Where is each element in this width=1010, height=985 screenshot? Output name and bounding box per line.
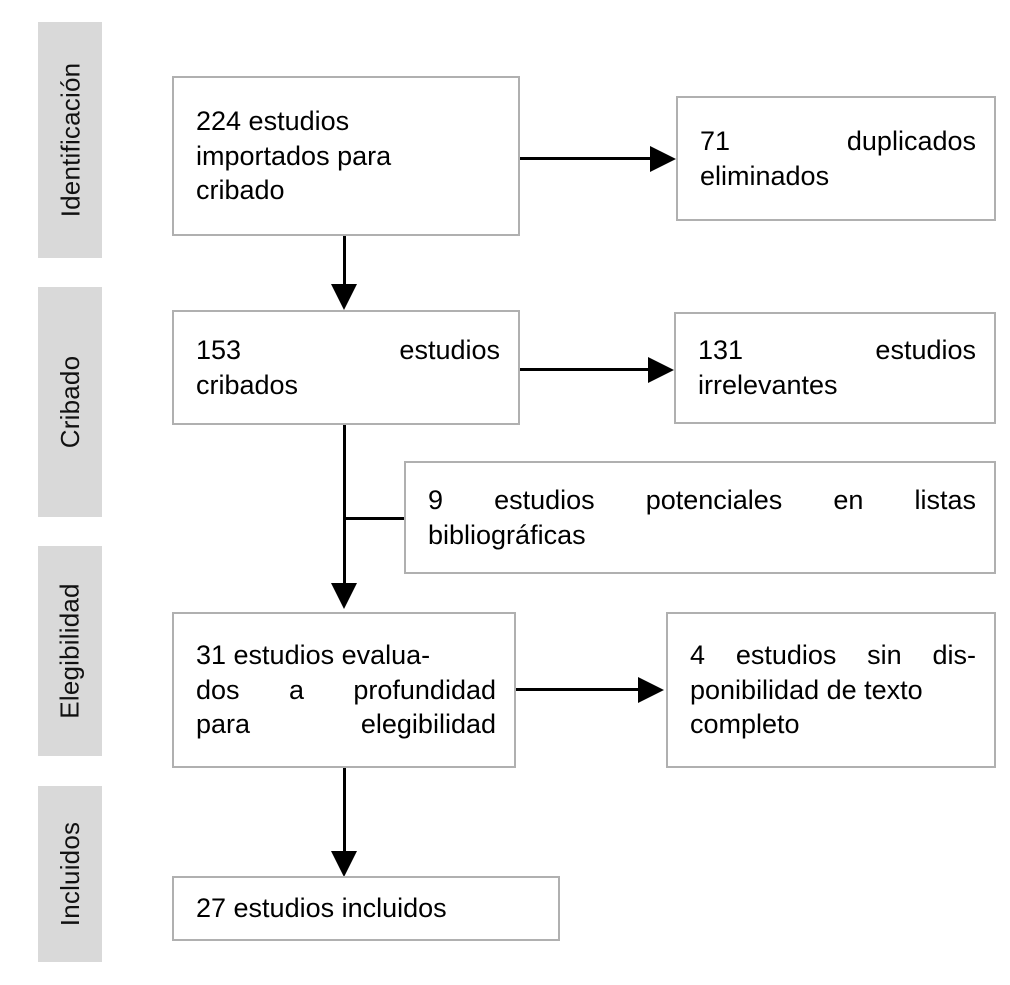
flow-box-duplicates-removed[interactable]: 71 duplicados eliminados (676, 96, 996, 221)
flow-box-studies-included[interactable]: 27 estudios incluidos (172, 876, 560, 941)
flow-box-line: 4 estudios sin dis- (690, 640, 976, 671)
flow-box-text-no-full-text-available: 4 estudios sin dis- ponibilidad de texto… (668, 638, 994, 742)
connector-assessed-to-no-full-text-line (514, 688, 644, 691)
flow-box-line: importados para (196, 140, 392, 171)
flow-box-line: para elegibilidad (196, 709, 496, 740)
flow-box-studies-screened[interactable]: 153 estudios cribados (172, 310, 520, 425)
connector-screened-to-irrelevant-line (518, 368, 654, 371)
stage-band-identificacion: Identificación (38, 22, 102, 258)
flow-box-line: bibliográficas (428, 519, 586, 550)
flow-box-line: 71 duplicados (700, 125, 976, 156)
flow-box-line: cribado (196, 175, 285, 206)
flow-box-text-duplicates-removed: 71 duplicados eliminados (678, 124, 994, 193)
flow-box-no-full-text-available[interactable]: 4 estudios sin dis- ponibilidad de texto… (666, 612, 996, 768)
connector-screened-to-assessed-arrow (331, 583, 357, 609)
flow-box-line: completo (690, 709, 800, 740)
flow-box-line: irrelevantes (698, 370, 838, 400)
flow-box-line: 9 estudios potenciales en listas (428, 484, 976, 515)
stage-band-incluidos: Incluidos (38, 786, 102, 962)
stage-band-label-elegibilidad: Elegibilidad (55, 583, 86, 719)
flow-box-line: dos a profundidad (196, 674, 496, 705)
connector-screened-to-assessed-line (343, 424, 346, 592)
flow-box-imported-for-screening[interactable]: 224 estudios importados para cribado (172, 76, 520, 236)
connector-assessed-to-included-line (343, 768, 346, 863)
connector-assessed-to-included-arrow (331, 851, 357, 877)
flow-box-line: 224 estudios (196, 106, 350, 137)
flow-box-irrelevant-studies[interactable]: 131 estudios irrelevantes (674, 312, 996, 424)
flow-box-text-imported-for-screening: 224 estudios importados para cribado (174, 104, 518, 208)
flow-box-line: 31 estudios evalua- (196, 640, 431, 671)
flow-box-text-studies-included: 27 estudios incluidos (174, 891, 558, 926)
flow-box-line: 27 estudios incluidos (196, 893, 447, 924)
connector-imported-to-duplicates-line (518, 157, 656, 160)
flow-box-text-assessed-for-eligibility: 31 estudios evalua- dos a profundidad pa… (174, 638, 514, 742)
flow-box-text-irrelevant-studies: 131 estudios irrelevantes (676, 333, 994, 402)
flow-box-line: eliminados (700, 160, 830, 191)
stage-band-label-identificacion: Identificación (55, 62, 85, 218)
connector-screened-to-irrelevant-arrow (648, 357, 674, 383)
flow-box-text-studies-screened: 153 estudios cribados (174, 333, 518, 402)
flow-box-line: cribados (196, 369, 299, 400)
flow-box-line: 153 estudios (196, 334, 500, 365)
connector-imported-to-screened-arrow (331, 284, 357, 310)
flow-box-text-potential-from-reference-lists: 9 estudios potenciales en listas bibliog… (406, 483, 994, 552)
flow-box-potential-from-reference-lists[interactable]: 9 estudios potenciales en listas bibliog… (404, 461, 996, 574)
stage-band-label-cribado: Cribado (55, 355, 86, 449)
stage-band-cribado: Cribado (38, 287, 102, 517)
flow-box-assessed-for-eligibility[interactable]: 31 estudios evalua- dos a profundidad pa… (172, 612, 516, 768)
stage-band-elegibilidad: Elegibilidad (38, 546, 102, 756)
stage-band-label-incluidos: Incluidos (55, 821, 86, 927)
connector-reference-lists-junction (344, 517, 404, 520)
flow-box-line: ponibilidad de texto (690, 674, 923, 705)
flow-box-line: 131 estudios (698, 335, 976, 366)
connector-assessed-to-no-full-text-arrow (638, 677, 664, 703)
connector-imported-to-screened-line (343, 235, 346, 295)
connector-imported-to-duplicates-arrow (650, 146, 676, 172)
